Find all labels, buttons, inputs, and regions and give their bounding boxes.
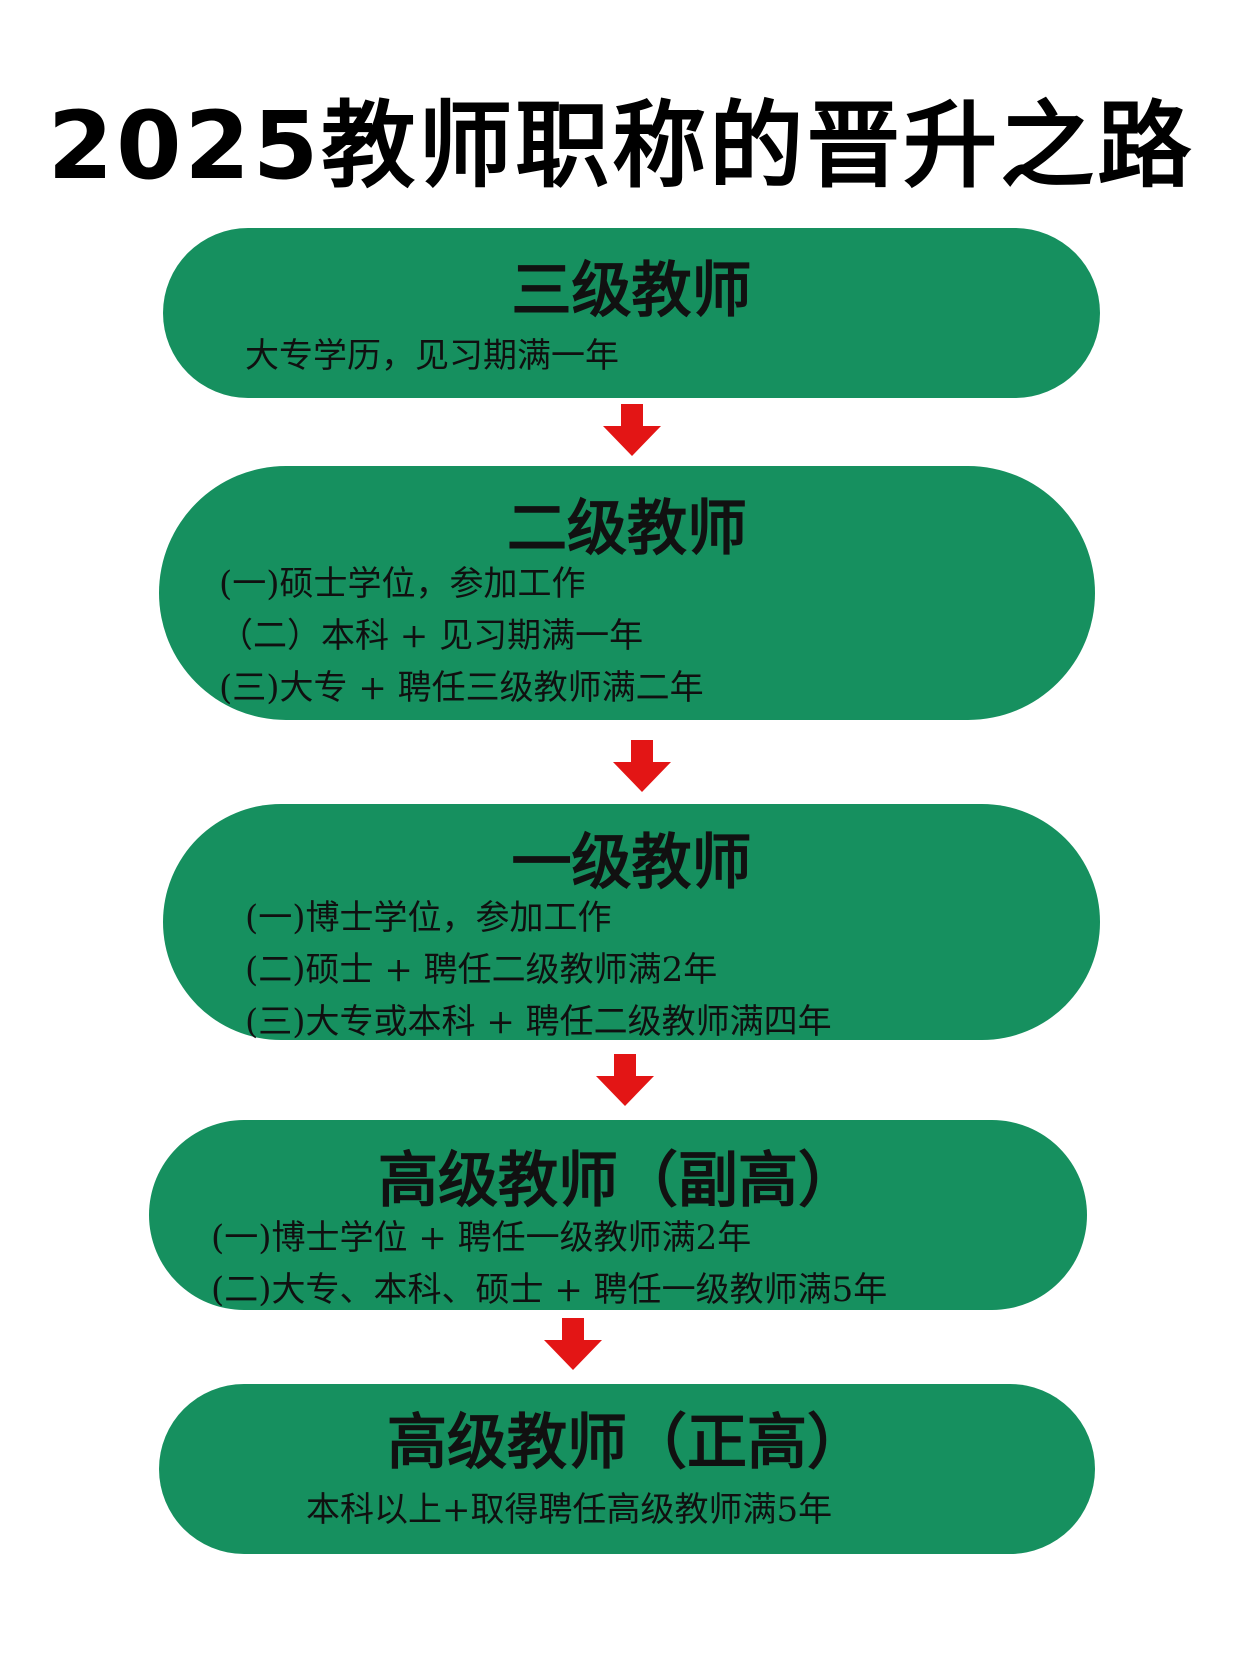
level-title: 二级教师 [507, 494, 747, 564]
requirement-line: (三)大专或本科 + 聘任二级教师满四年 [245, 1002, 832, 1042]
level-requirements: (一)硕士学位，参加工作 （二）本科 + 见习期满一年 (三)大专 + 聘任三级… [219, 558, 704, 714]
level-title: 高级教师（副高） [378, 1146, 858, 1216]
level-requirements: (一)博士学位 + 聘任一级教师满2年 (二)大专、本科、硕士 + 聘任一级教师… [211, 1212, 887, 1316]
level-requirements: (一)博士学位，参加工作 (二)硕士 + 聘任二级教师满2年 (三)大专或本科 … [245, 892, 832, 1048]
requirement-line: (二)大专、本科、硕士 + 聘任一级教师满5年 [211, 1270, 888, 1310]
level-title: 高级教师（正高） [387, 1408, 867, 1478]
level-card-second-grade: 二级教师 (一)硕士学位，参加工作 （二）本科 + 见习期满一年 (三)大专 +… [159, 466, 1095, 720]
level-card-senior-associate: 高级教师（副高） (一)博士学位 + 聘任一级教师满2年 (二)大专、本科、硕士… [149, 1120, 1087, 1310]
level-card-first-grade: 一级教师 (一)博士学位，参加工作 (二)硕士 + 聘任二级教师满2年 (三)大… [163, 804, 1100, 1042]
page-title: 2025教师职称的晋升之路 [47, 92, 1195, 201]
requirement-line: 本科以上+取得聘任高级教师满5年 [306, 1490, 833, 1530]
requirement-line: (一)博士学位，参加工作 [245, 898, 612, 938]
requirement-line: 大专学历，见习期满一年 [245, 336, 619, 376]
requirement-line: （二）本科 + 见习期满一年 [219, 616, 644, 656]
level-card-senior-full: 高级教师（正高） 本科以上+取得聘任高级教师满5年 [159, 1384, 1095, 1554]
level-requirements: 大专学历，见习期满一年 [245, 330, 619, 382]
level-requirements: 本科以上+取得聘任高级教师满5年 [306, 1484, 832, 1536]
level-card-third-grade: 三级教师 大专学历，见习期满一年 [163, 228, 1100, 398]
requirement-line: (一)博士学位 + 聘任一级教师满2年 [211, 1218, 752, 1258]
level-title: 一级教师 [511, 828, 752, 898]
requirement-line: (一)硕士学位，参加工作 [219, 564, 586, 604]
requirement-line: (二)硕士 + 聘任二级教师满2年 [245, 950, 718, 990]
level-title: 三级教师 [511, 256, 752, 326]
requirement-line: (三)大专 + 聘任三级教师满二年 [219, 668, 704, 708]
